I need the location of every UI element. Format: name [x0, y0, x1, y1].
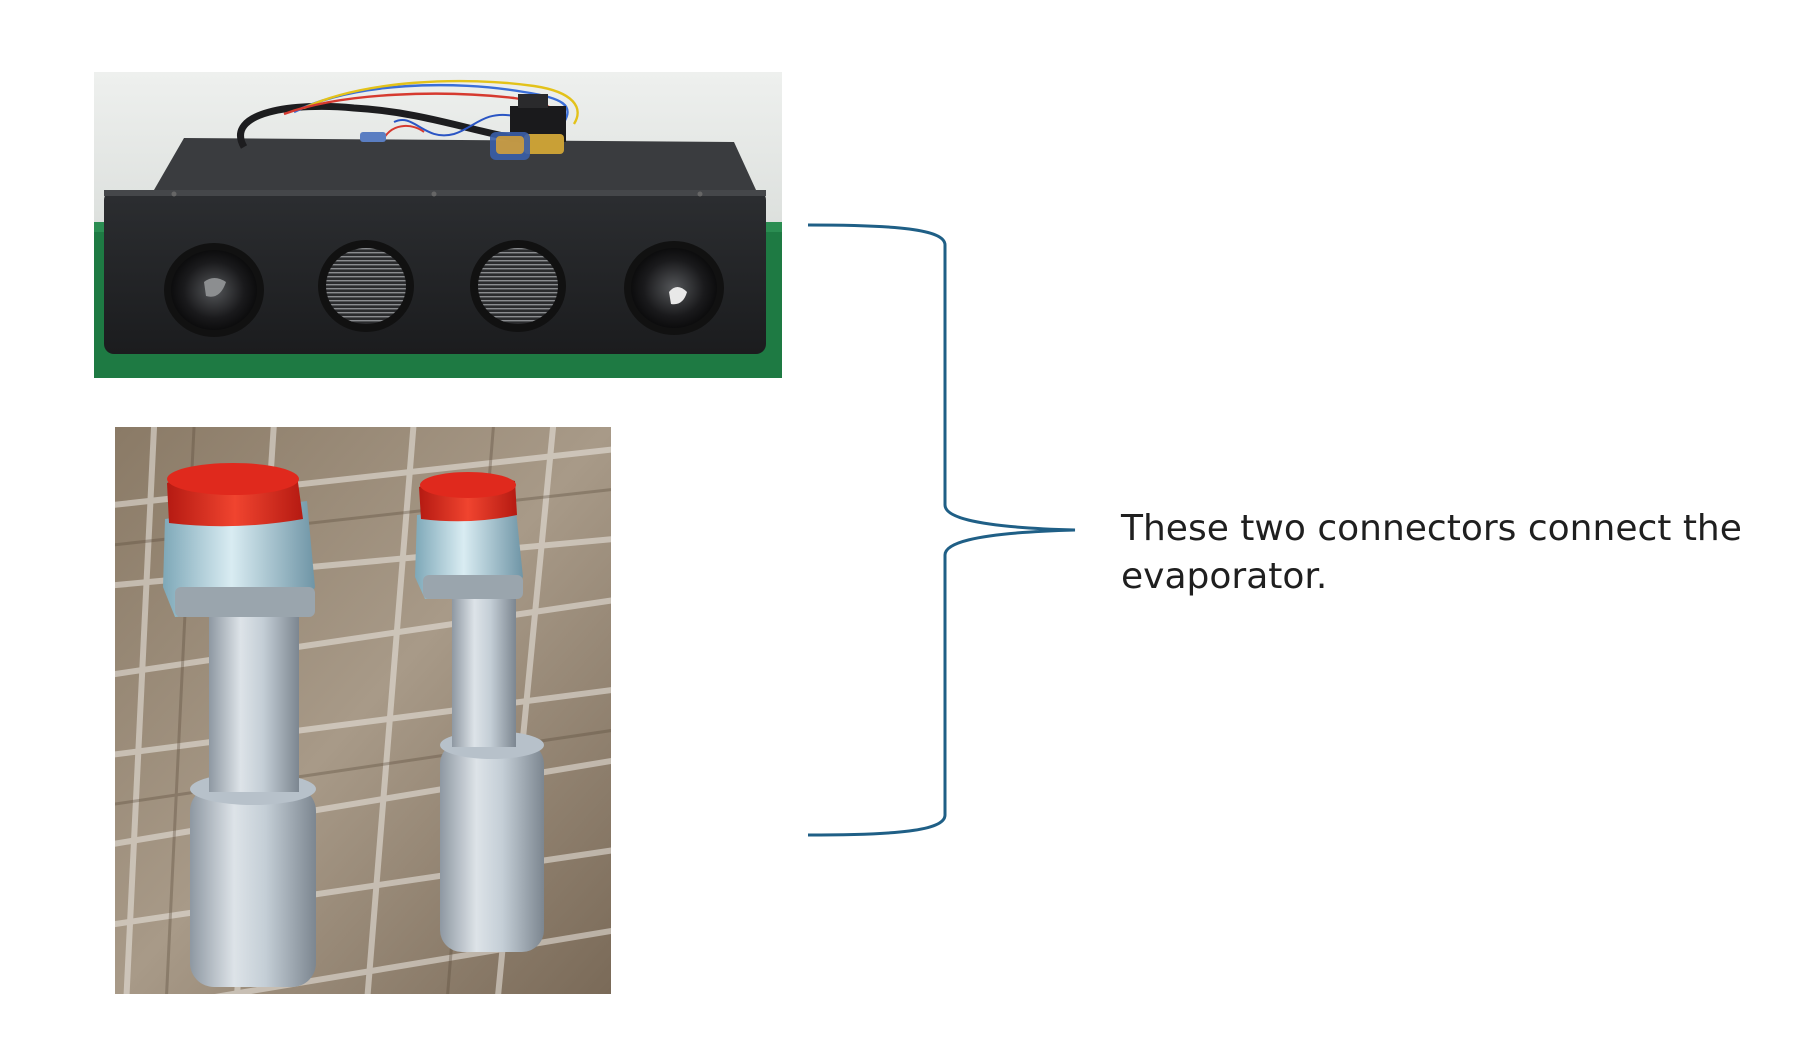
caption-text: These two connectors connect the evapora…	[1121, 508, 1742, 597]
evaporator-unit-image	[94, 72, 782, 378]
connectors-photo	[115, 427, 611, 994]
small-connector	[415, 472, 544, 952]
bracket-path	[807, 223, 1076, 837]
evaporator-photo	[94, 72, 782, 378]
large-connector	[163, 463, 316, 987]
brace-bracket	[807, 223, 1076, 837]
connector-fittings-image	[115, 427, 611, 994]
